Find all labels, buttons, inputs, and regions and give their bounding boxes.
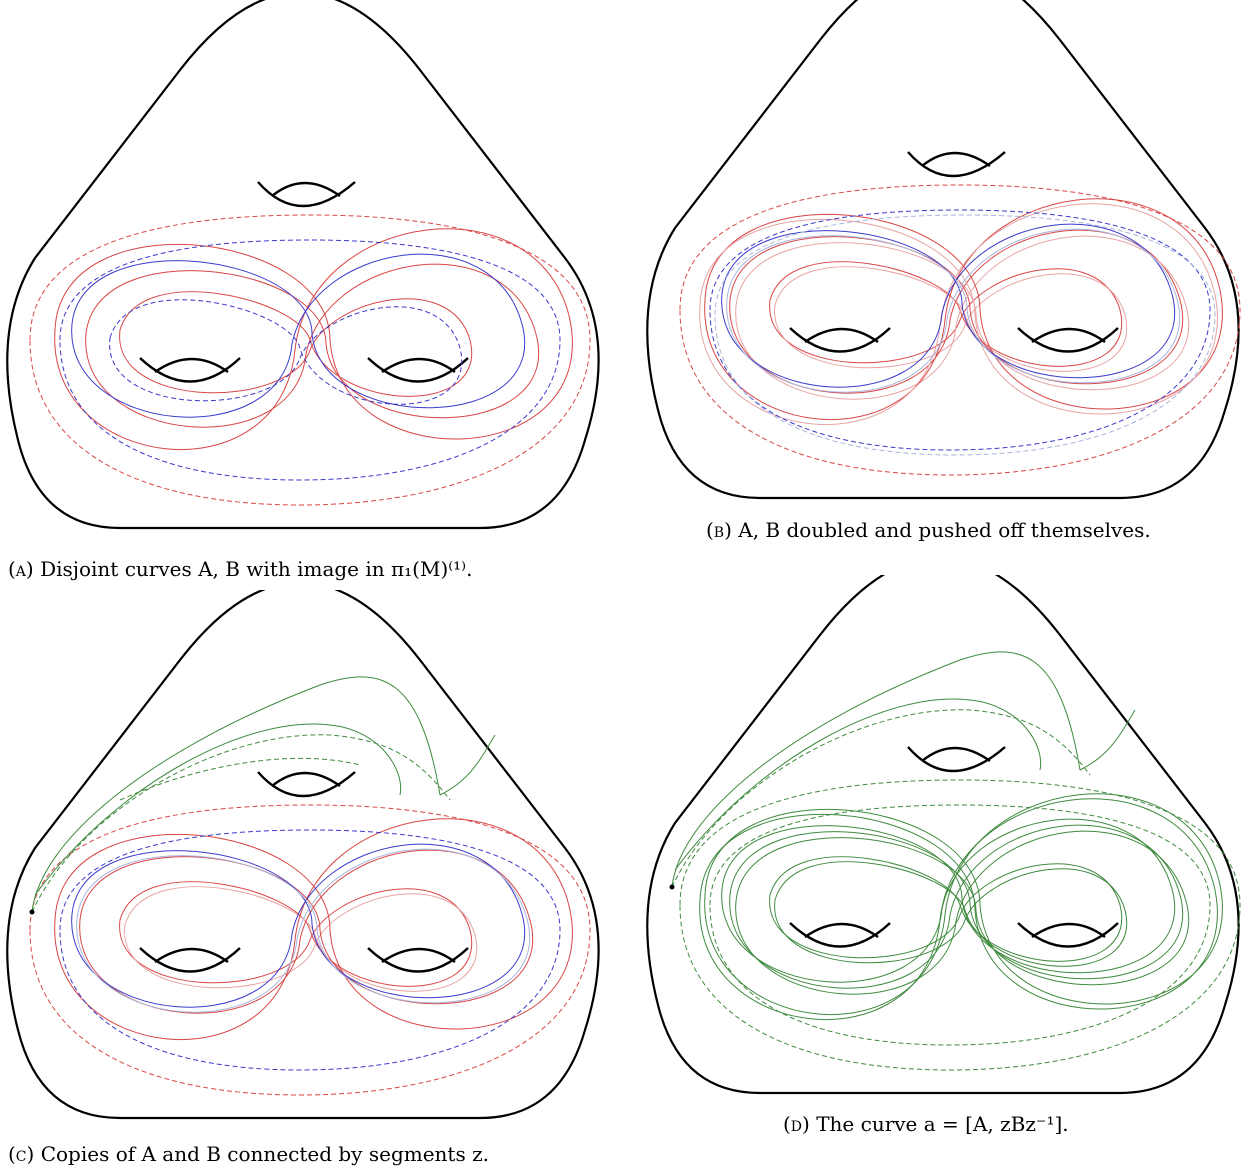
surface-diagram-a [6, 0, 600, 530]
caption-text: A, B doubled and pushed off themselves. [738, 518, 1151, 542]
panel-c [0, 590, 620, 1130]
curve-b-blue [59, 239, 561, 481]
caption-text: The curve a = [A, zBz⁻¹]. [816, 1112, 1069, 1136]
caption-text: Disjoint curves A, B with image in π₁(M)… [40, 557, 473, 581]
panel-b [640, 0, 1247, 535]
genus-holes [138, 770, 470, 973]
caption-tag: (d) [783, 1112, 810, 1136]
caption-d: (d) The curve a = [A, zBz⁻¹]. [783, 1112, 1069, 1136]
genus-holes [788, 745, 1120, 948]
surface-diagram-b [646, 0, 1241, 500]
caption-b: (b) A, B doubled and pushed off themselv… [706, 518, 1151, 542]
basepoint [669, 884, 675, 890]
surface-outline [646, 575, 1240, 1095]
genus-holes [788, 150, 1120, 353]
panel-a [0, 0, 620, 540]
surface-diagram-d [646, 575, 1241, 1095]
curve-a-copies [29, 804, 591, 1096]
caption-tag: (b) [706, 518, 732, 542]
caption-a: (a) Disjoint curves A, B with image in π… [8, 557, 472, 581]
caption-text: Copies of A and B connected by segments … [40, 1142, 489, 1166]
segments-z [31, 676, 496, 913]
panel-d [640, 575, 1247, 1115]
curve-a-red [29, 214, 591, 506]
curve-b-doubled [709, 209, 1216, 456]
curve-b-copies [59, 829, 561, 1071]
caption-tag: (c) [8, 1142, 35, 1166]
caption-tag: (a) [8, 557, 34, 581]
basepoint [29, 909, 35, 915]
surface-outline [646, 0, 1240, 500]
caption-c: (c) Copies of A and B connected by segme… [8, 1142, 489, 1166]
curve-a-doubled [679, 184, 1241, 476]
genus-holes [138, 180, 470, 383]
curve-commutator [671, 651, 1241, 1071]
surface-diagram-c [6, 590, 600, 1120]
